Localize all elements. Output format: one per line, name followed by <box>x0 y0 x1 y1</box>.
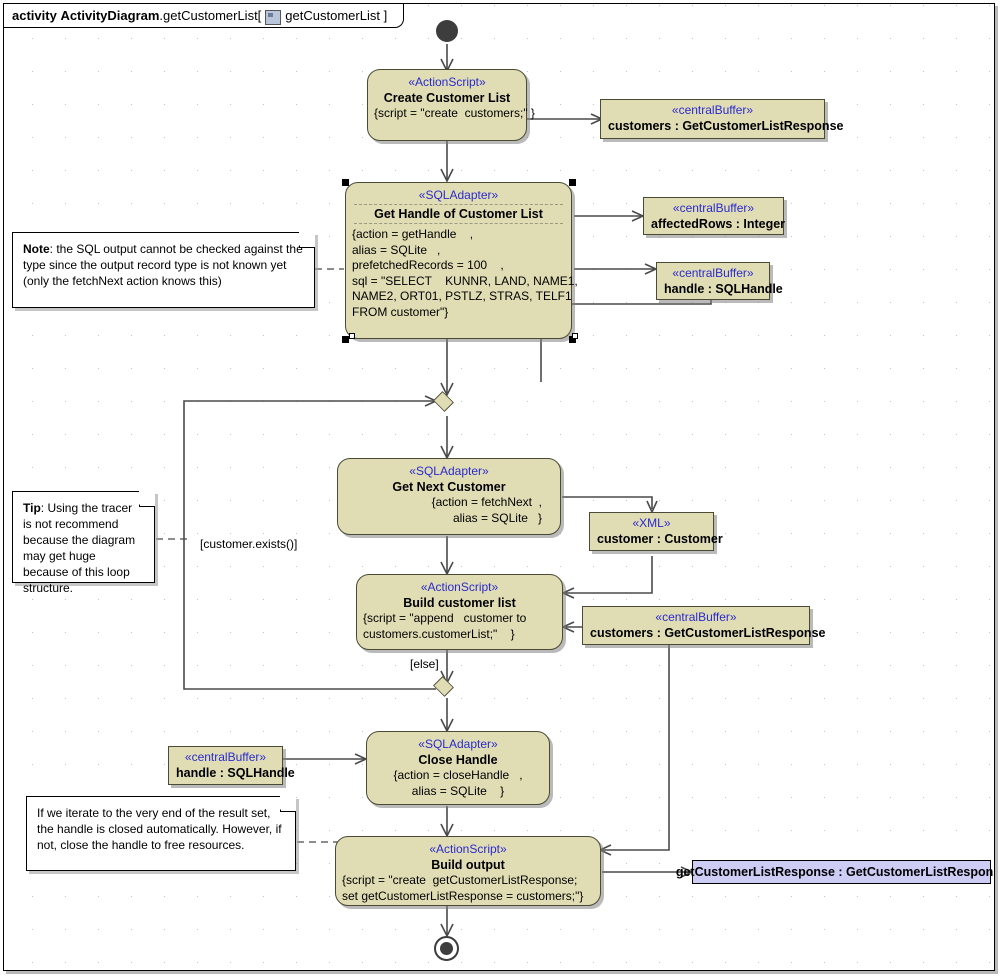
buffer-affected-rows[interactable]: «centralBuffer» affectedRows : Integer <box>643 197 786 235</box>
action-build-output[interactable]: «ActionScript» Build output {script = "c… <box>335 836 601 906</box>
parameter-label: getCustomerListResponse : GetCustomerLis… <box>675 865 995 879</box>
stereotype-label: «ActionScript» <box>429 842 507 856</box>
note-text: : Using the tracer is not recommend beca… <box>23 501 136 595</box>
buffer-handle-top[interactable]: «centralBuffer» handle : SQLHandle <box>656 262 783 300</box>
node-body: {action = getHandle , alias = SQLite , p… <box>352 227 578 319</box>
node-name: Close Handle <box>418 753 498 767</box>
buffer-customers-mid[interactable]: «centralBuffer» customers : GetCustomerL… <box>582 606 826 645</box>
frame-close: ] <box>383 8 388 23</box>
selection-handle-sw[interactable] <box>342 336 349 343</box>
buffer-customers-top[interactable]: «centralBuffer» customers : GetCustomerL… <box>600 99 844 139</box>
buffer-handle-bottom[interactable]: «centralBuffer» handle : SQLHandle <box>168 746 295 785</box>
node-name: Get Next Customer <box>392 480 506 494</box>
stereotype-label: «centralBuffer» <box>184 750 267 764</box>
note-label: Note <box>23 242 50 256</box>
frame-keyword: activity <box>12 8 57 23</box>
action-create-customer-list[interactable]: «ActionScript» Create Customer List {scr… <box>367 69 535 141</box>
stereotype-label: «centralBuffer» <box>672 266 754 280</box>
stereotype-label: «SQLAdapter» <box>418 188 499 202</box>
node-name: customers : GetCustomerListResponse <box>608 119 844 133</box>
stereotype-label: «XML» <box>632 516 671 530</box>
note-label: Tip <box>23 501 41 515</box>
stereotype-label: «centralBuffer» <box>655 610 737 624</box>
node-name: customer : Customer <box>597 532 723 546</box>
stereotype-label: «centralBuffer» <box>672 201 755 215</box>
note-sql-output[interactable]: Note: the SQL output cannot be checked a… <box>12 232 315 308</box>
activity-diagram-frame: activity ActivityDiagram .getCustomerLis… <box>3 3 995 971</box>
action-close-handle[interactable]: «SQLAdapter» Close Handle {action = clos… <box>366 731 550 805</box>
frame-name: ActivityDiagram <box>60 8 160 23</box>
node-body: {script = "create getCustomerListRespons… <box>342 873 584 903</box>
node-name: Get Handle of Customer List <box>354 204 563 224</box>
node-name: Build output <box>431 858 505 872</box>
activity-parameter-node-output[interactable]: getCustomerListResponse : GetCustomerLis… <box>676 860 994 884</box>
note-text: If we iterate to the very end of the res… <box>37 806 282 852</box>
object-node-customer-xml[interactable]: «XML» customer : Customer <box>589 512 723 551</box>
note-handle-close[interactable]: If we iterate to the very end of the res… <box>26 796 296 871</box>
action-build-customer-list[interactable]: «ActionScript» Build customer list {scri… <box>356 574 563 650</box>
initial-node <box>436 20 458 42</box>
stereotype-label: «ActionScript» <box>408 75 486 89</box>
node-body: {script = "append customer to customers.… <box>363 611 527 641</box>
selection-handle-ne[interactable] <box>569 179 576 186</box>
stereotype-label: «ActionScript» <box>420 580 499 594</box>
node-name: handle : SQLHandle <box>664 282 783 296</box>
node-body: {script = "create customers;" } <box>374 106 535 120</box>
decision-node-loop <box>433 391 459 412</box>
node-body: {action = closeHandle , alias = SQLite } <box>393 768 523 798</box>
node-body: {action = fetchNext , alias = SQLite } <box>431 495 542 525</box>
frame-param: getCustomerList <box>285 8 380 23</box>
note-tracer-tip[interactable]: Tip: Using the tracer is not recommend b… <box>12 491 155 595</box>
guard-label-loop: [customer.exists()] <box>200 537 298 551</box>
node-name: handle : SQLHandle <box>176 766 295 780</box>
activity-final-inner <box>440 942 453 955</box>
action-get-next-customer[interactable]: «SQLAdapter» Get Next Customer {action =… <box>337 458 561 535</box>
node-name: Build customer list <box>403 596 516 610</box>
node-name: affectedRows : Integer <box>651 217 786 231</box>
selection-handle-resize[interactable] <box>572 333 578 339</box>
stereotype-label: «SQLAdapter» <box>418 737 498 751</box>
node-name: Create Customer List <box>383 91 511 105</box>
guard-label-else: [else] <box>410 657 439 671</box>
selection-handle-nw[interactable] <box>342 179 349 186</box>
node-name: customers : GetCustomerListResponse <box>590 626 826 640</box>
frame-name-tag: activity ActivityDiagram .getCustomerLis… <box>4 4 405 28</box>
parameter-icon <box>265 10 282 25</box>
stereotype-label: «centralBuffer» <box>671 103 754 117</box>
selection-handle-anchor[interactable] <box>349 333 355 339</box>
note-text: : the SQL output cannot be checked again… <box>23 242 303 288</box>
selection-handle-se[interactable] <box>569 336 576 343</box>
stereotype-label: «SQLAdapter» <box>409 464 489 478</box>
frame-qualifier: .getCustomerList[ <box>159 8 262 23</box>
merge-node-loop <box>433 676 459 697</box>
action-get-handle-of-customer-list[interactable]: «SQLAdapter» Get Handle of Customer List… <box>345 182 578 339</box>
